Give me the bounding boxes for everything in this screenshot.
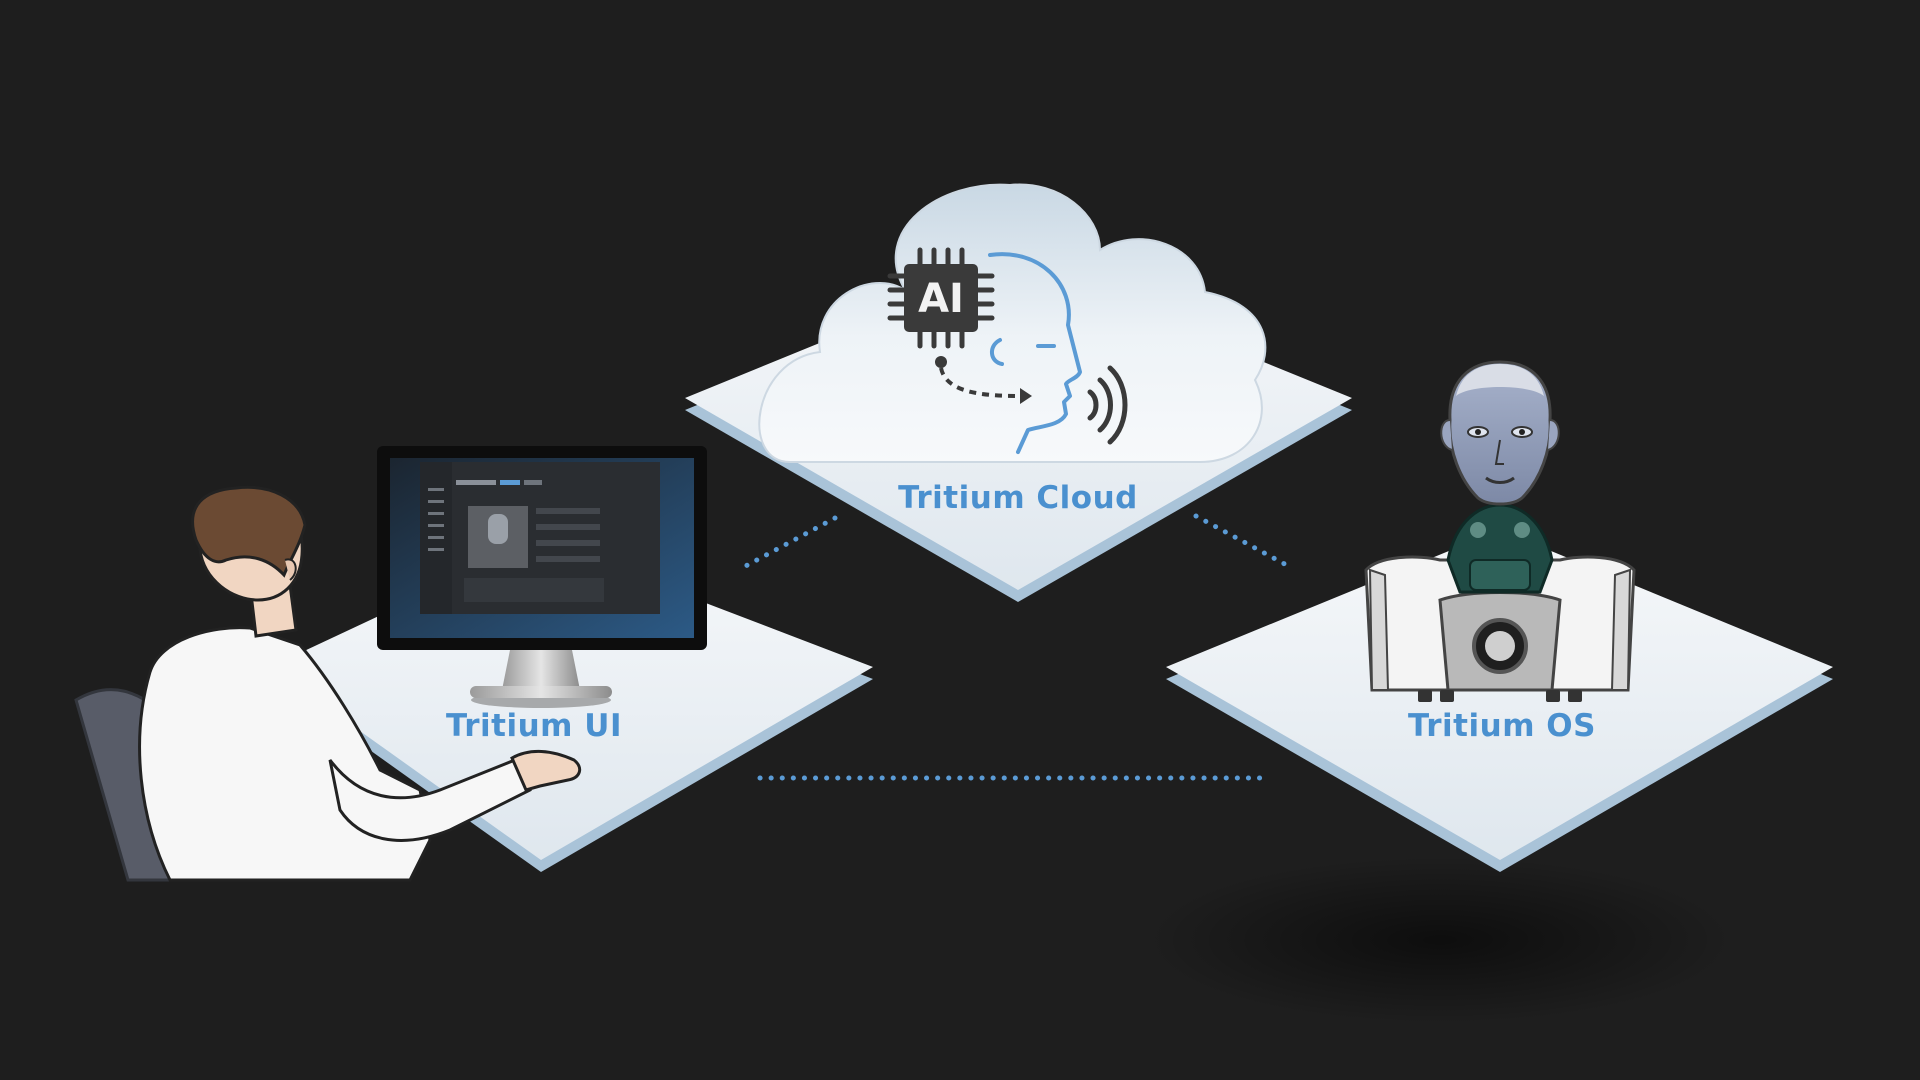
- monitor: [377, 446, 707, 708]
- person-operator: [74, 485, 582, 882]
- connectors: [739, 513, 1295, 781]
- os-platform: [1166, 530, 1833, 872]
- face-profile-icon: [988, 252, 1082, 454]
- screen-app-ui: [420, 462, 660, 614]
- ai-chip-label: AI: [918, 276, 964, 322]
- connector-cloud-ui: [739, 515, 838, 571]
- tritium-ui-label: Tritium UI: [446, 708, 622, 744]
- sound-waves-icon: [1087, 365, 1128, 445]
- connector-cloud-os: [1193, 513, 1295, 571]
- robot-humanoid: [1364, 360, 1636, 702]
- tritium-os-label: Tritium OS: [1408, 708, 1596, 744]
- dashed-arrow-icon: [935, 356, 1032, 404]
- cloud-icon: [758, 183, 1267, 463]
- tritium-cloud-label: Tritium Cloud: [898, 480, 1138, 516]
- ai-chip-icon: AI: [887, 247, 995, 349]
